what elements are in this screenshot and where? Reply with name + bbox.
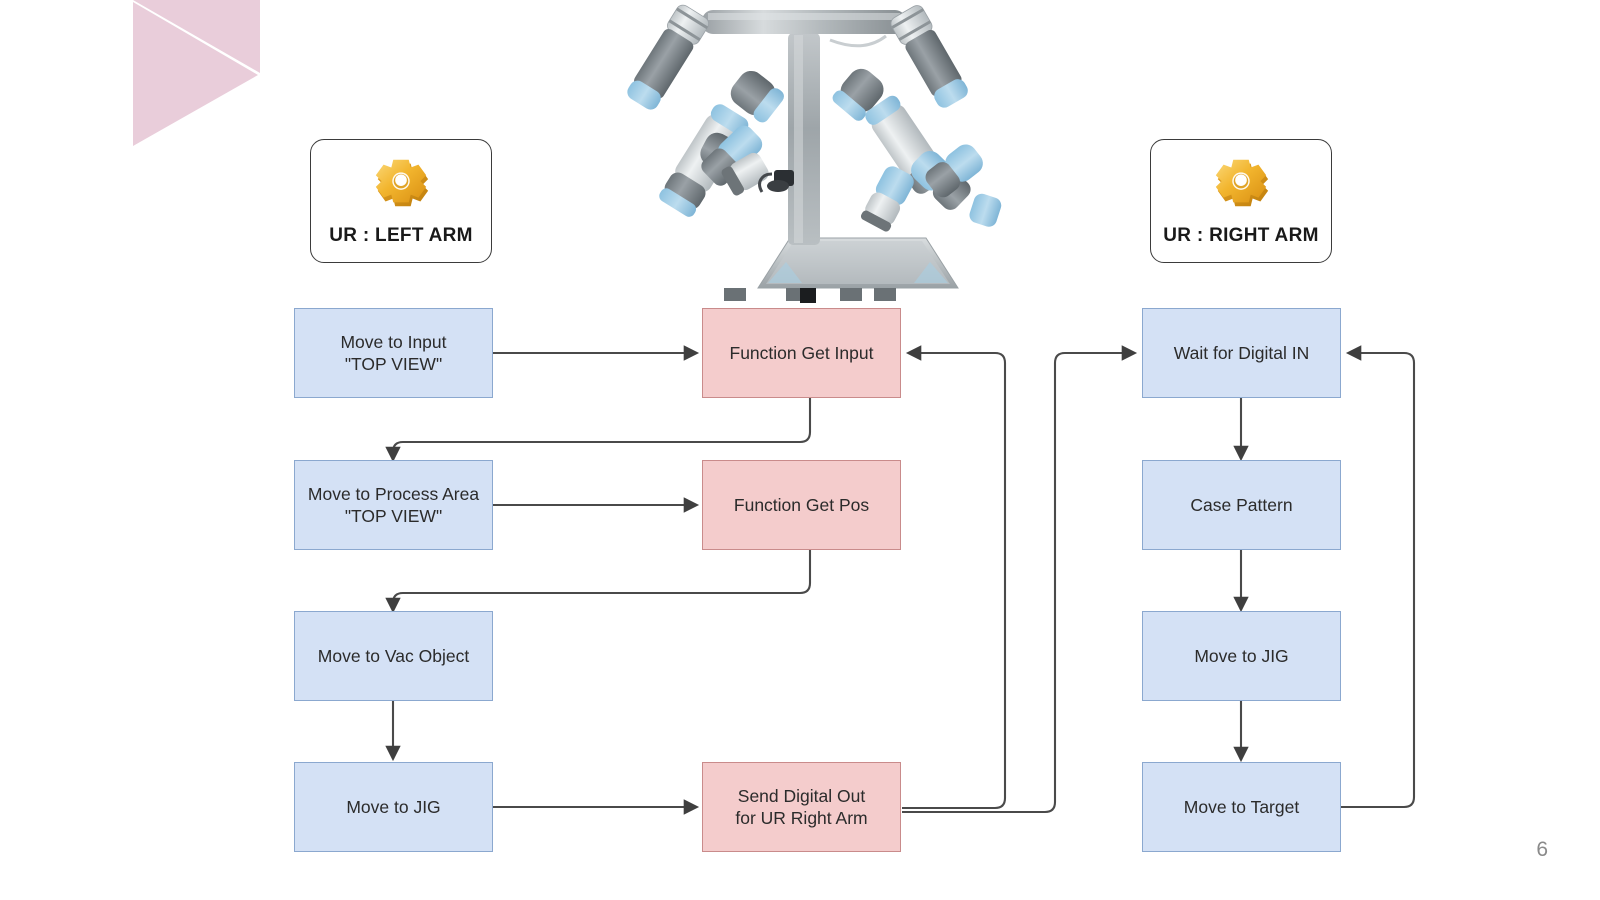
- node-move-to-target[interactable]: Move to Target: [1142, 762, 1341, 852]
- dual-arm-ur-robot-photo: [627, 4, 1002, 303]
- node-move-to-process-area[interactable]: Move to Process Area "TOP VIEW": [294, 460, 493, 550]
- node-move-to-vac-object[interactable]: Move to Vac Object: [294, 611, 493, 701]
- legend-right-arm[interactable]: UR : RIGHT ARM: [1150, 139, 1332, 263]
- node-move-to-input[interactable]: Move to Input "TOP VIEW": [294, 308, 493, 398]
- node-move-to-jig-left[interactable]: Move to JIG: [294, 762, 493, 852]
- node-move-to-jig-right[interactable]: Move to JIG: [1142, 611, 1341, 701]
- page-number: 6: [1536, 838, 1548, 861]
- legend-left-arm[interactable]: UR : LEFT ARM: [310, 139, 492, 263]
- node-function-get-pos[interactable]: Function Get Pos: [702, 460, 901, 550]
- node-function-get-input[interactable]: Function Get Input: [702, 308, 901, 398]
- node-case-pattern[interactable]: Case Pattern: [1142, 460, 1341, 550]
- legend-label: UR : LEFT ARM: [329, 225, 473, 246]
- pink-triangle-decoration: [133, 0, 260, 146]
- gear-icon: [1215, 159, 1269, 207]
- node-send-digital-out[interactable]: Send Digital Out for UR Right Arm: [702, 762, 901, 852]
- gear-icon: [375, 159, 429, 207]
- legend-label: UR : RIGHT ARM: [1163, 225, 1319, 246]
- node-wait-for-digital-in[interactable]: Wait for Digital IN: [1142, 308, 1341, 398]
